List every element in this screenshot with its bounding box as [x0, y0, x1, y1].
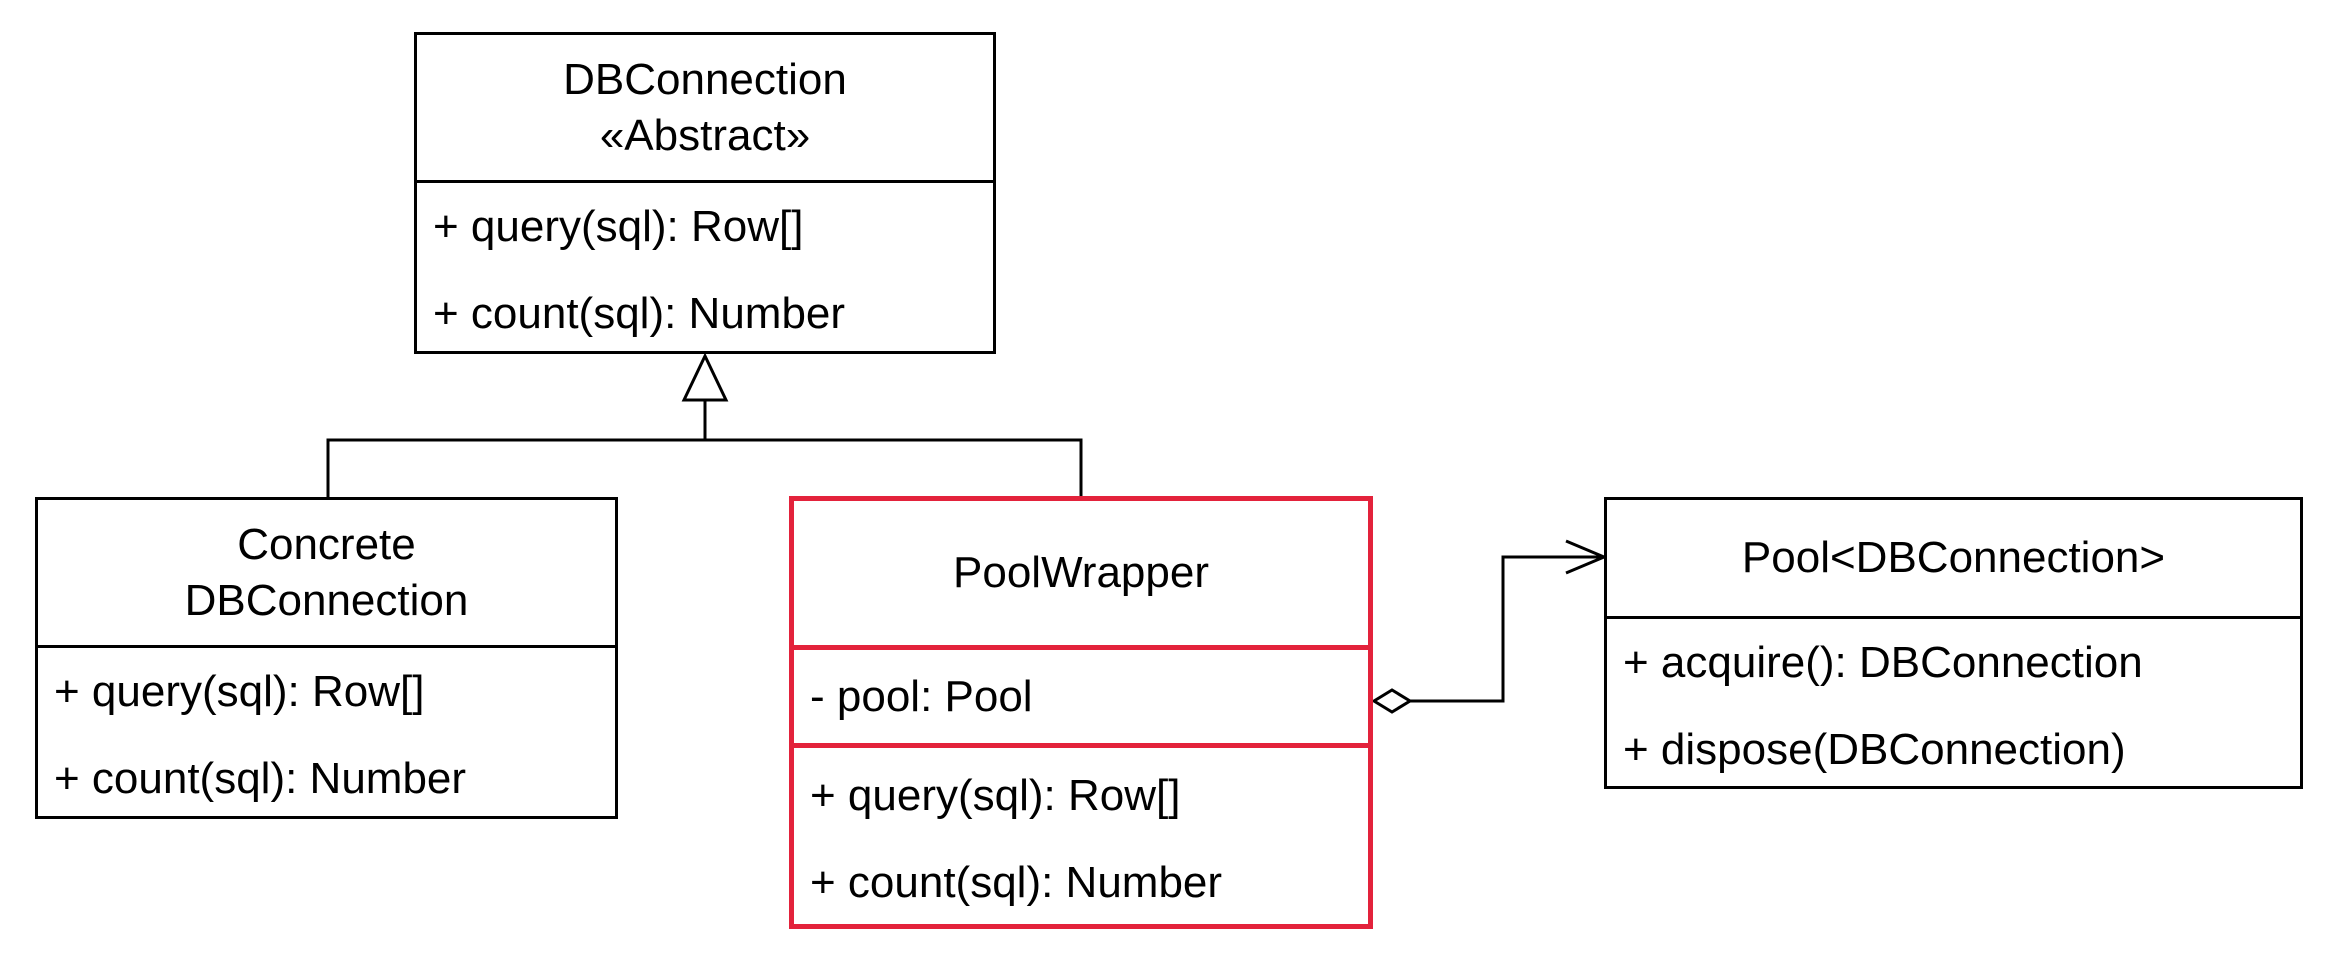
method-dispose: + dispose(DBConnection) — [1623, 724, 2126, 774]
aggregation-diamond — [1371, 688, 1413, 714]
generalization-arrowhead — [681, 352, 729, 402]
method-acquire: + acquire(): DBConnection — [1623, 637, 2143, 687]
class-concrete-dbconnection-header: Concrete DBConnection — [38, 500, 615, 645]
class-pool[interactable]: Pool<DBConnection> + acquire(): DBConnec… — [1604, 497, 2303, 789]
class-dbconnection-header: DBConnection «Abstract» — [417, 35, 993, 180]
class-concrete-dbconnection-name-line1: Concrete — [237, 519, 416, 569]
method-query: + query(sql): Row[] — [54, 666, 425, 716]
class-poolwrapper-methods: + query(sql): Row[] + count(sql): Number — [794, 743, 1368, 926]
class-poolwrapper-attributes: - pool: Pool — [794, 645, 1368, 743]
class-concrete-dbconnection[interactable]: Concrete DBConnection + query(sql): Row[… — [35, 497, 618, 819]
class-poolwrapper-name: PoolWrapper — [953, 548, 1209, 597]
class-poolwrapper-header: PoolWrapper — [794, 501, 1368, 645]
method-count: + count(sql): Number — [433, 288, 846, 338]
method-count: + count(sql): Number — [54, 753, 467, 803]
class-concrete-dbconnection-methods: + query(sql): Row[] + count(sql): Number — [38, 645, 615, 822]
class-concrete-dbconnection-name-line2: DBConnection — [184, 575, 469, 625]
class-dbconnection-stereotype: «Abstract» — [599, 110, 811, 160]
aggregation-line — [1410, 555, 1604, 703]
method-count: + count(sql): Number — [810, 857, 1223, 907]
method-query: + query(sql): Row[] — [433, 201, 804, 251]
method-query: + query(sql): Row[] — [810, 770, 1181, 820]
generalization-edges — [326, 352, 1083, 497]
class-pool-methods: + acquire(): DBConnection + dispose(DBCo… — [1607, 616, 2300, 793]
class-pool-header: Pool<DBConnection> — [1607, 500, 2300, 616]
aggregation-edge — [1371, 539, 1608, 714]
class-poolwrapper[interactable]: PoolWrapper - pool: Pool + query(sql): R… — [789, 496, 1373, 929]
class-dbconnection-name: DBConnection — [563, 54, 847, 104]
generalization-line-poolwrapper — [705, 438, 1083, 497]
class-dbconnection-methods: + query(sql): Row[] + count(sql): Number — [417, 180, 993, 357]
class-pool-name: Pool<DBConnection> — [1741, 533, 2166, 582]
class-dbconnection[interactable]: DBConnection «Abstract» + query(sql): Ro… — [414, 32, 996, 354]
generalization-line-concrete — [326, 400, 707, 497]
attribute-pool: - pool: Pool — [810, 671, 1033, 721]
